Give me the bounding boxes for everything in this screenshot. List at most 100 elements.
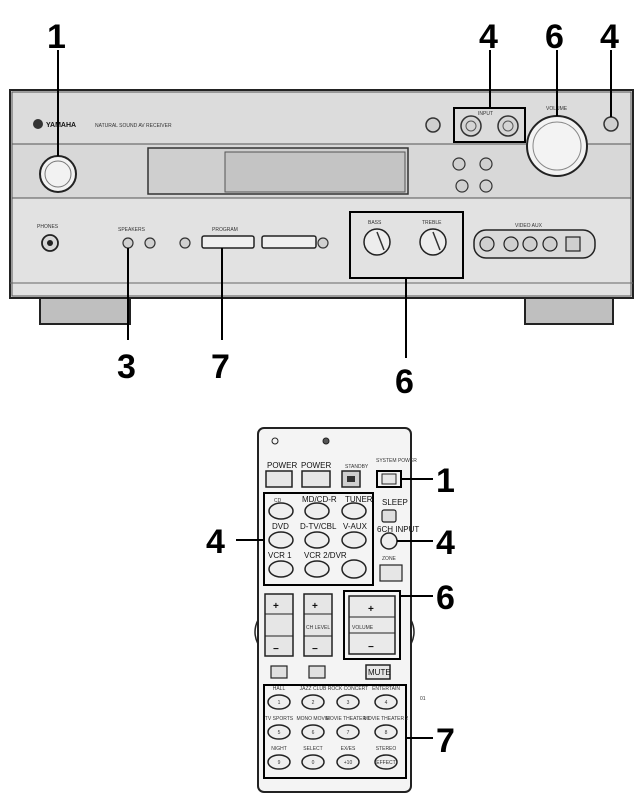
callout-front-speakers: 3 <box>117 348 136 386</box>
remote-dsp-key-label: EFFECT <box>376 760 395 766</box>
remote-dsp-button[interactable]: MONO MOVIE 6 <box>296 716 330 740</box>
remote-dsp-key[interactable] <box>301 754 325 770</box>
remote-left-rocker[interactable]: + − <box>264 593 294 657</box>
front-tuning-rocker[interactable] <box>261 235 317 249</box>
remote-dsp-key[interactable] <box>336 754 360 770</box>
remote-dsp-key-label: 1 <box>278 700 281 706</box>
remote-dsp-button[interactable]: MOVIE THEATER 2 8 <box>364 716 409 740</box>
front-callout-lines <box>57 50 612 358</box>
remote-indicator-learn <box>271 437 279 445</box>
remote-label-standby: STANDBY <box>345 464 369 470</box>
speakers-label: SPEAKERS <box>118 227 146 233</box>
remote-dsp-key[interactable] <box>301 694 325 710</box>
remote-input-label-mdcdr: MD/CD-R <box>302 495 337 504</box>
remote-dsp-key[interactable] <box>267 694 291 710</box>
remote-dsp-label: MOVIE THEATER 1 <box>326 716 371 722</box>
front-small-buttons[interactable] <box>452 157 493 193</box>
front-power-button[interactable] <box>39 155 77 193</box>
bass-label: BASS <box>368 220 382 226</box>
remote-top-row[interactable]: POWER POWER STANDBY SYSTEM POWER <box>265 458 417 488</box>
video-aux-jacks[interactable]: VIDEO AUX <box>473 223 596 259</box>
remote-dsp-key[interactable] <box>336 724 360 740</box>
remote-label-zone: ZONE <box>382 556 397 562</box>
remote-indicator-transmit <box>322 437 330 445</box>
remote-dsp-key-label: 4 <box>385 700 388 706</box>
remote-mute-button[interactable]: MUTE <box>365 664 391 680</box>
remote-dsp-key[interactable] <box>374 724 398 740</box>
remote-dsp-key-label: 9 <box>278 760 281 766</box>
remote-input-buttons[interactable]: MD/CD-R TUNER CD DVD D-TV/CBL V-AUX VCR … <box>263 492 374 586</box>
input-label: INPUT <box>478 111 493 117</box>
remote-ch-plus: + <box>312 601 318 612</box>
remote-input-label-vcr1: VCR 1 <box>268 551 292 560</box>
remote-dsp-key-label: 0 <box>312 760 315 766</box>
remote-dsp-label: SELECT <box>303 746 322 752</box>
remote-dsp-key-label: 6 <box>312 730 315 736</box>
callout-remote-volume: 6 <box>436 579 455 617</box>
remote-mute-label: MUTE <box>368 668 391 677</box>
remote-dsp-key[interactable] <box>301 724 325 740</box>
remote-dsp-key-label: 5 <box>278 730 281 736</box>
remote-dsp-key-label: 3 <box>347 700 350 706</box>
remote-zone-button[interactable] <box>379 564 403 582</box>
remote-dsp-label: EX/ES <box>341 746 356 752</box>
remote-dsp-key[interactable] <box>374 754 398 770</box>
front-input-selector[interactable]: INPUT <box>453 107 526 143</box>
callout-remote-input-right: 4 <box>436 524 455 562</box>
brand-text: YAMAHA <box>46 122 76 129</box>
remote-dsp-label: ROCK CONCERT <box>328 686 368 692</box>
phones-jack[interactable]: PHONES <box>37 224 59 252</box>
remote-extra-button[interactable] <box>341 559 367 579</box>
front-program-selector[interactable]: PROGRAM <box>201 227 255 249</box>
remote-dsp-key[interactable] <box>374 694 398 710</box>
remote-dsp-key[interactable] <box>336 694 360 710</box>
remote-dsp-label: HALL <box>273 686 286 692</box>
remote-dsp-button[interactable]: MOVIE THEATER 17 <box>326 716 371 740</box>
remote-dsp-button[interactable]: HALL 1 <box>267 686 291 710</box>
remote-label-6ch: 6CH INPUT <box>377 525 419 534</box>
front-memory-button[interactable] <box>317 237 329 249</box>
remote-power-2-button[interactable] <box>301 470 331 488</box>
front-input-mode-knob[interactable] <box>603 116 619 132</box>
remote-ch-level-rocker[interactable]: + CH LEVEL − <box>303 593 333 657</box>
model-text: NATURAL SOUND AV RECEIVER <box>95 123 172 129</box>
callout-front-program: 7 <box>211 348 230 386</box>
remote-dsp-label: MONO MOVIE <box>296 716 330 722</box>
front-speakers-buttons[interactable]: SPEAKERS <box>118 227 156 249</box>
remote-power-1-button[interactable] <box>265 470 293 488</box>
remote-volume-plus: + <box>368 604 374 615</box>
remote-small-button-2[interactable] <box>308 665 326 679</box>
remote-label-power-2: POWER <box>301 461 331 470</box>
remote-6ch-input-button[interactable] <box>380 532 398 550</box>
remote-volume-rocker[interactable]: + VOLUME − <box>343 590 401 660</box>
remote-side-buttons[interactable]: SLEEP 6CH INPUT ZONE <box>341 498 419 582</box>
remote-ch-minus: − <box>312 644 318 655</box>
front-effect-button[interactable] <box>179 237 191 249</box>
remote-label-sleep: SLEEP <box>382 498 408 507</box>
remote-dsp-key-label: 8 <box>385 730 388 736</box>
remote-dsp-label: TV SPORTS <box>265 716 294 722</box>
receiver-foot-left <box>39 297 131 325</box>
remote-dsp-key[interactable] <box>267 724 291 740</box>
tape-monitor-knob[interactable] <box>425 117 441 133</box>
remote-dsp-button[interactable]: EX/ES +10 <box>336 746 360 770</box>
receiver-foot-right <box>524 297 614 325</box>
remote-control: POWER POWER STANDBY SYSTEM POWER MD/CD-R… <box>254 427 426 793</box>
remote-input-label-dvd: DVD <box>272 522 289 531</box>
remote-dsp-key[interactable] <box>267 754 291 770</box>
remote-dsp-button[interactable]: TV SPORTS 5 <box>265 716 294 740</box>
remote-dsp-button[interactable]: SELECT 0 <box>301 746 325 770</box>
remote-input-label-dtv: D-TV/CBL <box>300 522 337 531</box>
remote-dsp-button[interactable]: ROCK CONCERT 3 <box>328 686 368 710</box>
remote-dsp-label: MOVIE THEATER 2 <box>364 716 409 722</box>
remote-small-button-1[interactable] <box>270 665 288 679</box>
front-tone-controls[interactable]: BASS TREBLE <box>349 211 464 279</box>
remote-dsp-key-label: +10 <box>344 760 353 766</box>
